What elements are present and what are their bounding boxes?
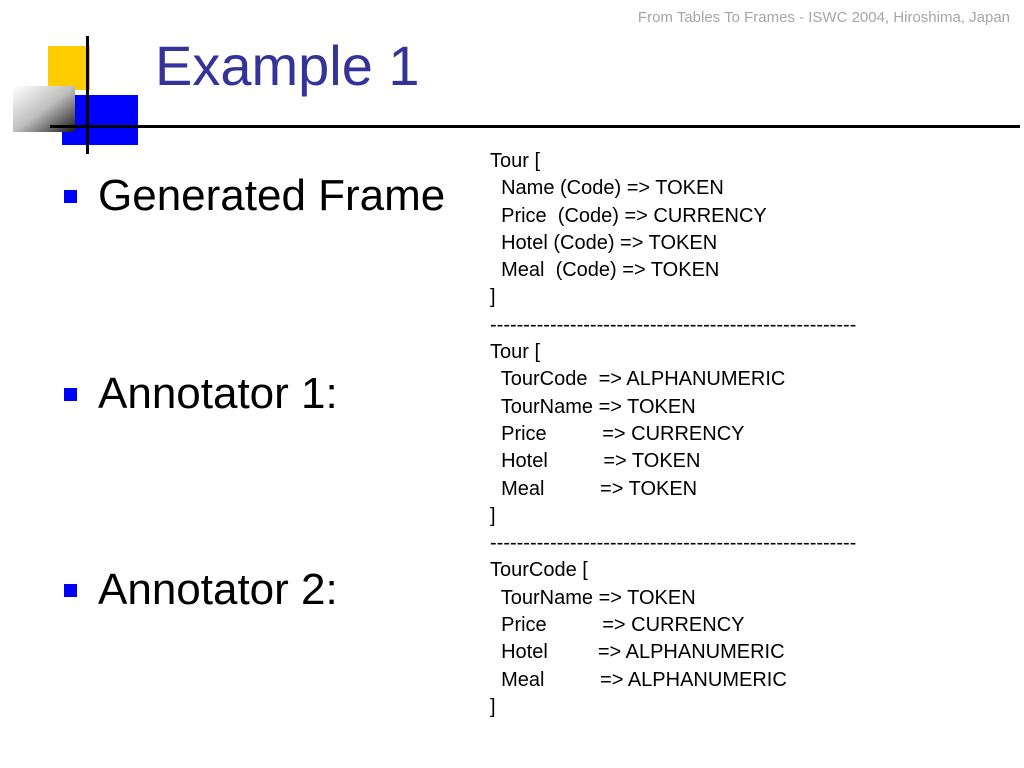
- header-note: From Tables To Frames - ISWC 2004, Hiros…: [637, 9, 1010, 26]
- frame-definitions: Tour [ Name (Code) => TOKEN Price (Code)…: [490, 148, 856, 721]
- code-line: TourCode => ALPHANUMERIC: [490, 368, 786, 391]
- code-line: Price => CURRENCY: [490, 422, 745, 445]
- bullet-square-icon: [64, 387, 77, 401]
- deco-grey-square: [13, 86, 75, 132]
- code-line: ]: [490, 695, 496, 718]
- separator-line: ----------------------------------------…: [490, 313, 857, 336]
- bullet-square-icon: [64, 583, 77, 597]
- deco-yellow-square: [48, 46, 90, 90]
- code-line: Tour [: [490, 150, 541, 172]
- code-line: Name (Code) => TOKEN: [490, 177, 724, 200]
- code-line: Hotel => ALPHANUMERIC: [490, 641, 785, 664]
- bullet-label: Generated Frame: [98, 171, 446, 220]
- bullet-square-icon: [64, 189, 77, 203]
- code-line: TourName => TOKEN: [490, 395, 696, 418]
- code-line: TourName => TOKEN: [490, 586, 696, 609]
- bullet-item: Annotator 1:: [64, 372, 338, 416]
- code-line: Hotel => TOKEN: [490, 450, 701, 473]
- code-line: Tour [: [490, 341, 541, 364]
- title-divider: [50, 125, 1020, 128]
- bullet-item: Generated Frame: [64, 174, 445, 218]
- code-line: Price => CURRENCY: [490, 614, 745, 637]
- bullet-label: Annotator 2:: [98, 565, 338, 614]
- code-line: Meal => ALPHANUMERIC: [490, 668, 787, 691]
- page-title: Example 1: [155, 34, 420, 97]
- code-line: Price (Code) => CURRENCY: [490, 204, 767, 227]
- bullet-item: Annotator 2:: [64, 568, 338, 612]
- code-line: ]: [490, 286, 496, 309]
- bullet-label: Annotator 1:: [98, 369, 338, 418]
- deco-vertical-line: [86, 36, 89, 154]
- code-line: Hotel (Code) => TOKEN: [490, 231, 718, 254]
- separator-line: ----------------------------------------…: [490, 532, 857, 555]
- code-line: ]: [490, 504, 496, 527]
- code-line: Meal (Code) => TOKEN: [490, 259, 720, 282]
- code-line: TourCode [: [490, 559, 588, 582]
- decorative-squares: [13, 36, 138, 154]
- code-line: Meal => TOKEN: [490, 477, 698, 500]
